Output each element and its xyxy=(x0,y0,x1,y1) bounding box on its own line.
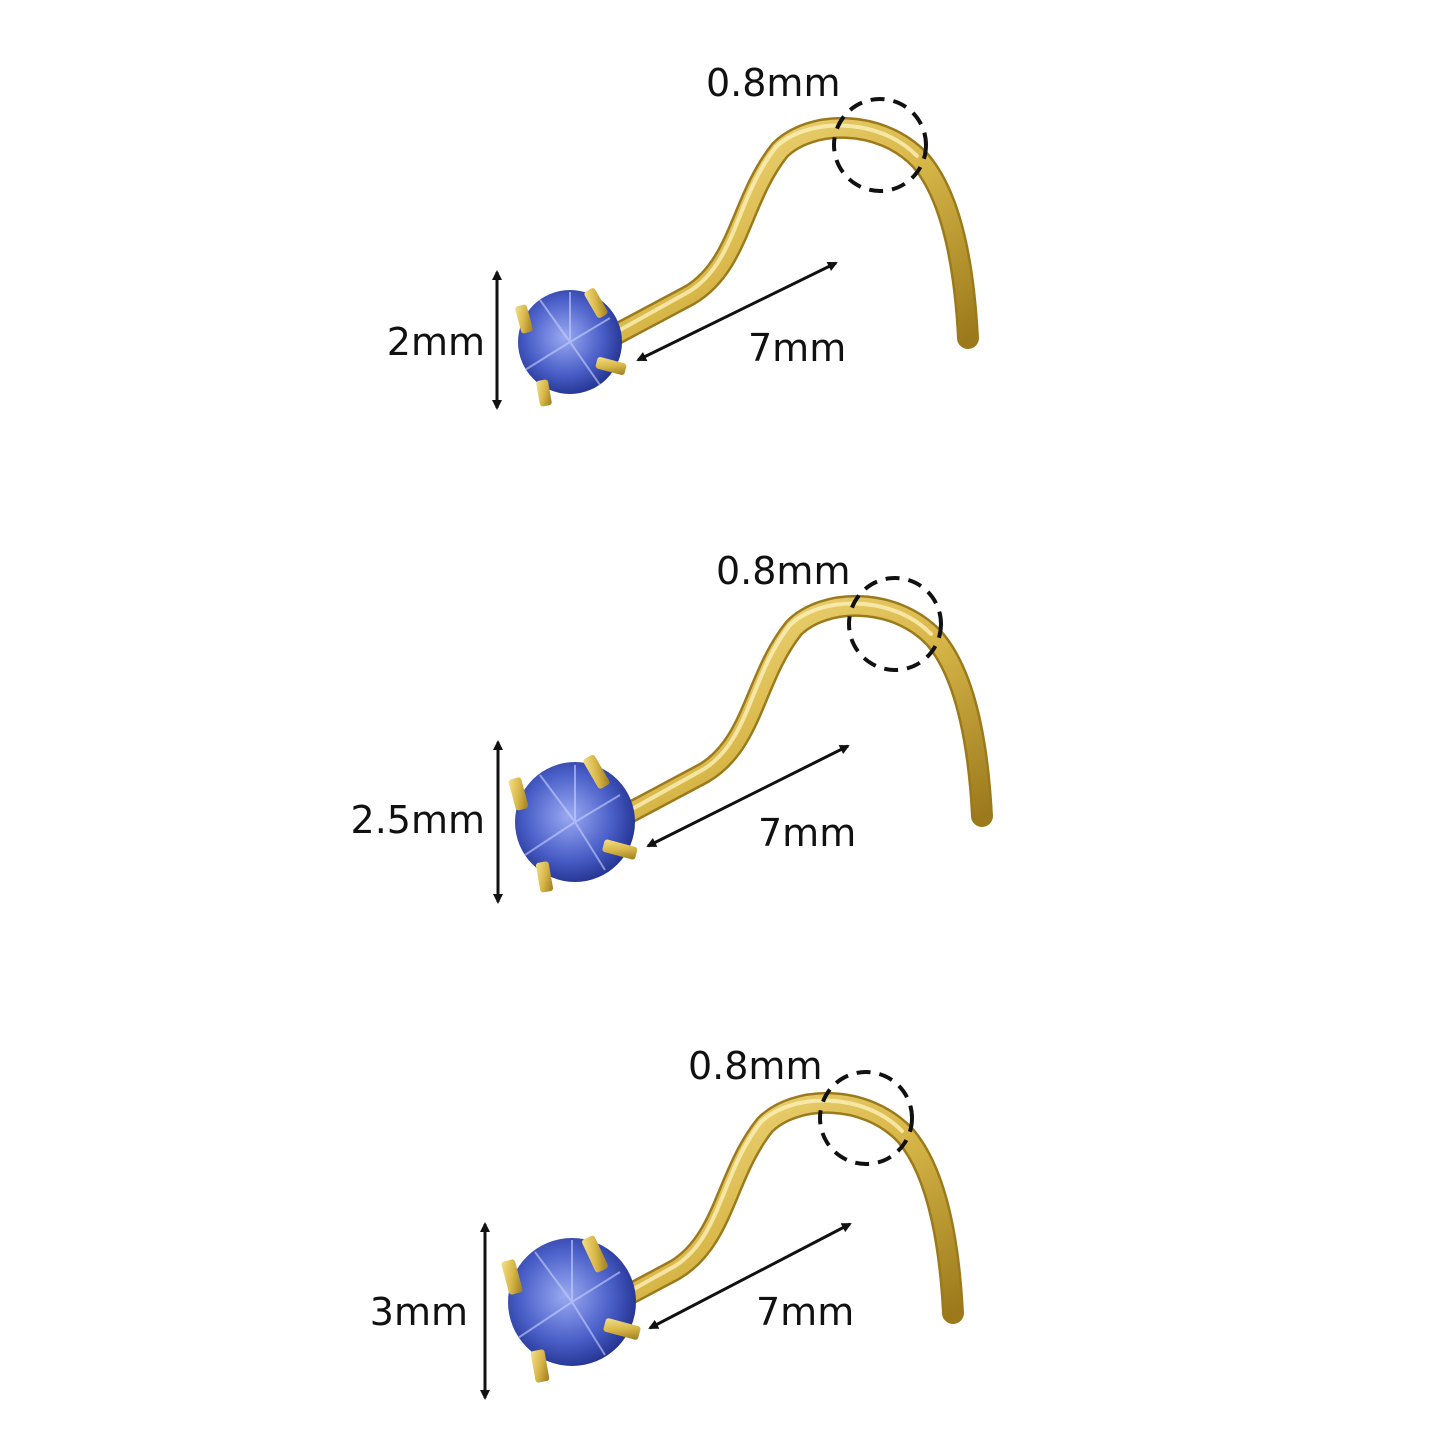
length-label: 7mm xyxy=(748,326,847,370)
gem-size-label: 3mm xyxy=(369,1290,468,1334)
gem-size-label: 2.5mm xyxy=(350,798,485,842)
gem-setting xyxy=(515,288,627,407)
gauge-dashed-circle xyxy=(847,576,943,672)
gauge-dashed-circle xyxy=(832,97,928,193)
nose-stud-item-2 xyxy=(493,576,982,904)
gauge-label: 0.8mm xyxy=(716,549,851,593)
screw-hook-post xyxy=(600,1101,953,1313)
gem-setting xyxy=(501,1235,641,1383)
nose-stud-item-3 xyxy=(480,1070,953,1400)
nose-stud-item-1 xyxy=(492,97,968,410)
gem-setting xyxy=(508,754,638,893)
gauge-label: 0.8mm xyxy=(688,1044,823,1088)
screw-hook-post xyxy=(615,126,968,338)
screw-hook-post xyxy=(629,604,982,816)
gauge-label: 0.8mm xyxy=(706,61,841,105)
gem-size-label: 2mm xyxy=(386,320,485,364)
length-arrow xyxy=(646,744,850,848)
length-arrow xyxy=(636,261,838,362)
length-arrow xyxy=(648,1222,852,1330)
gauge-dashed-circle xyxy=(818,1070,914,1166)
length-label: 7mm xyxy=(756,1290,855,1334)
length-label: 7mm xyxy=(758,811,857,855)
